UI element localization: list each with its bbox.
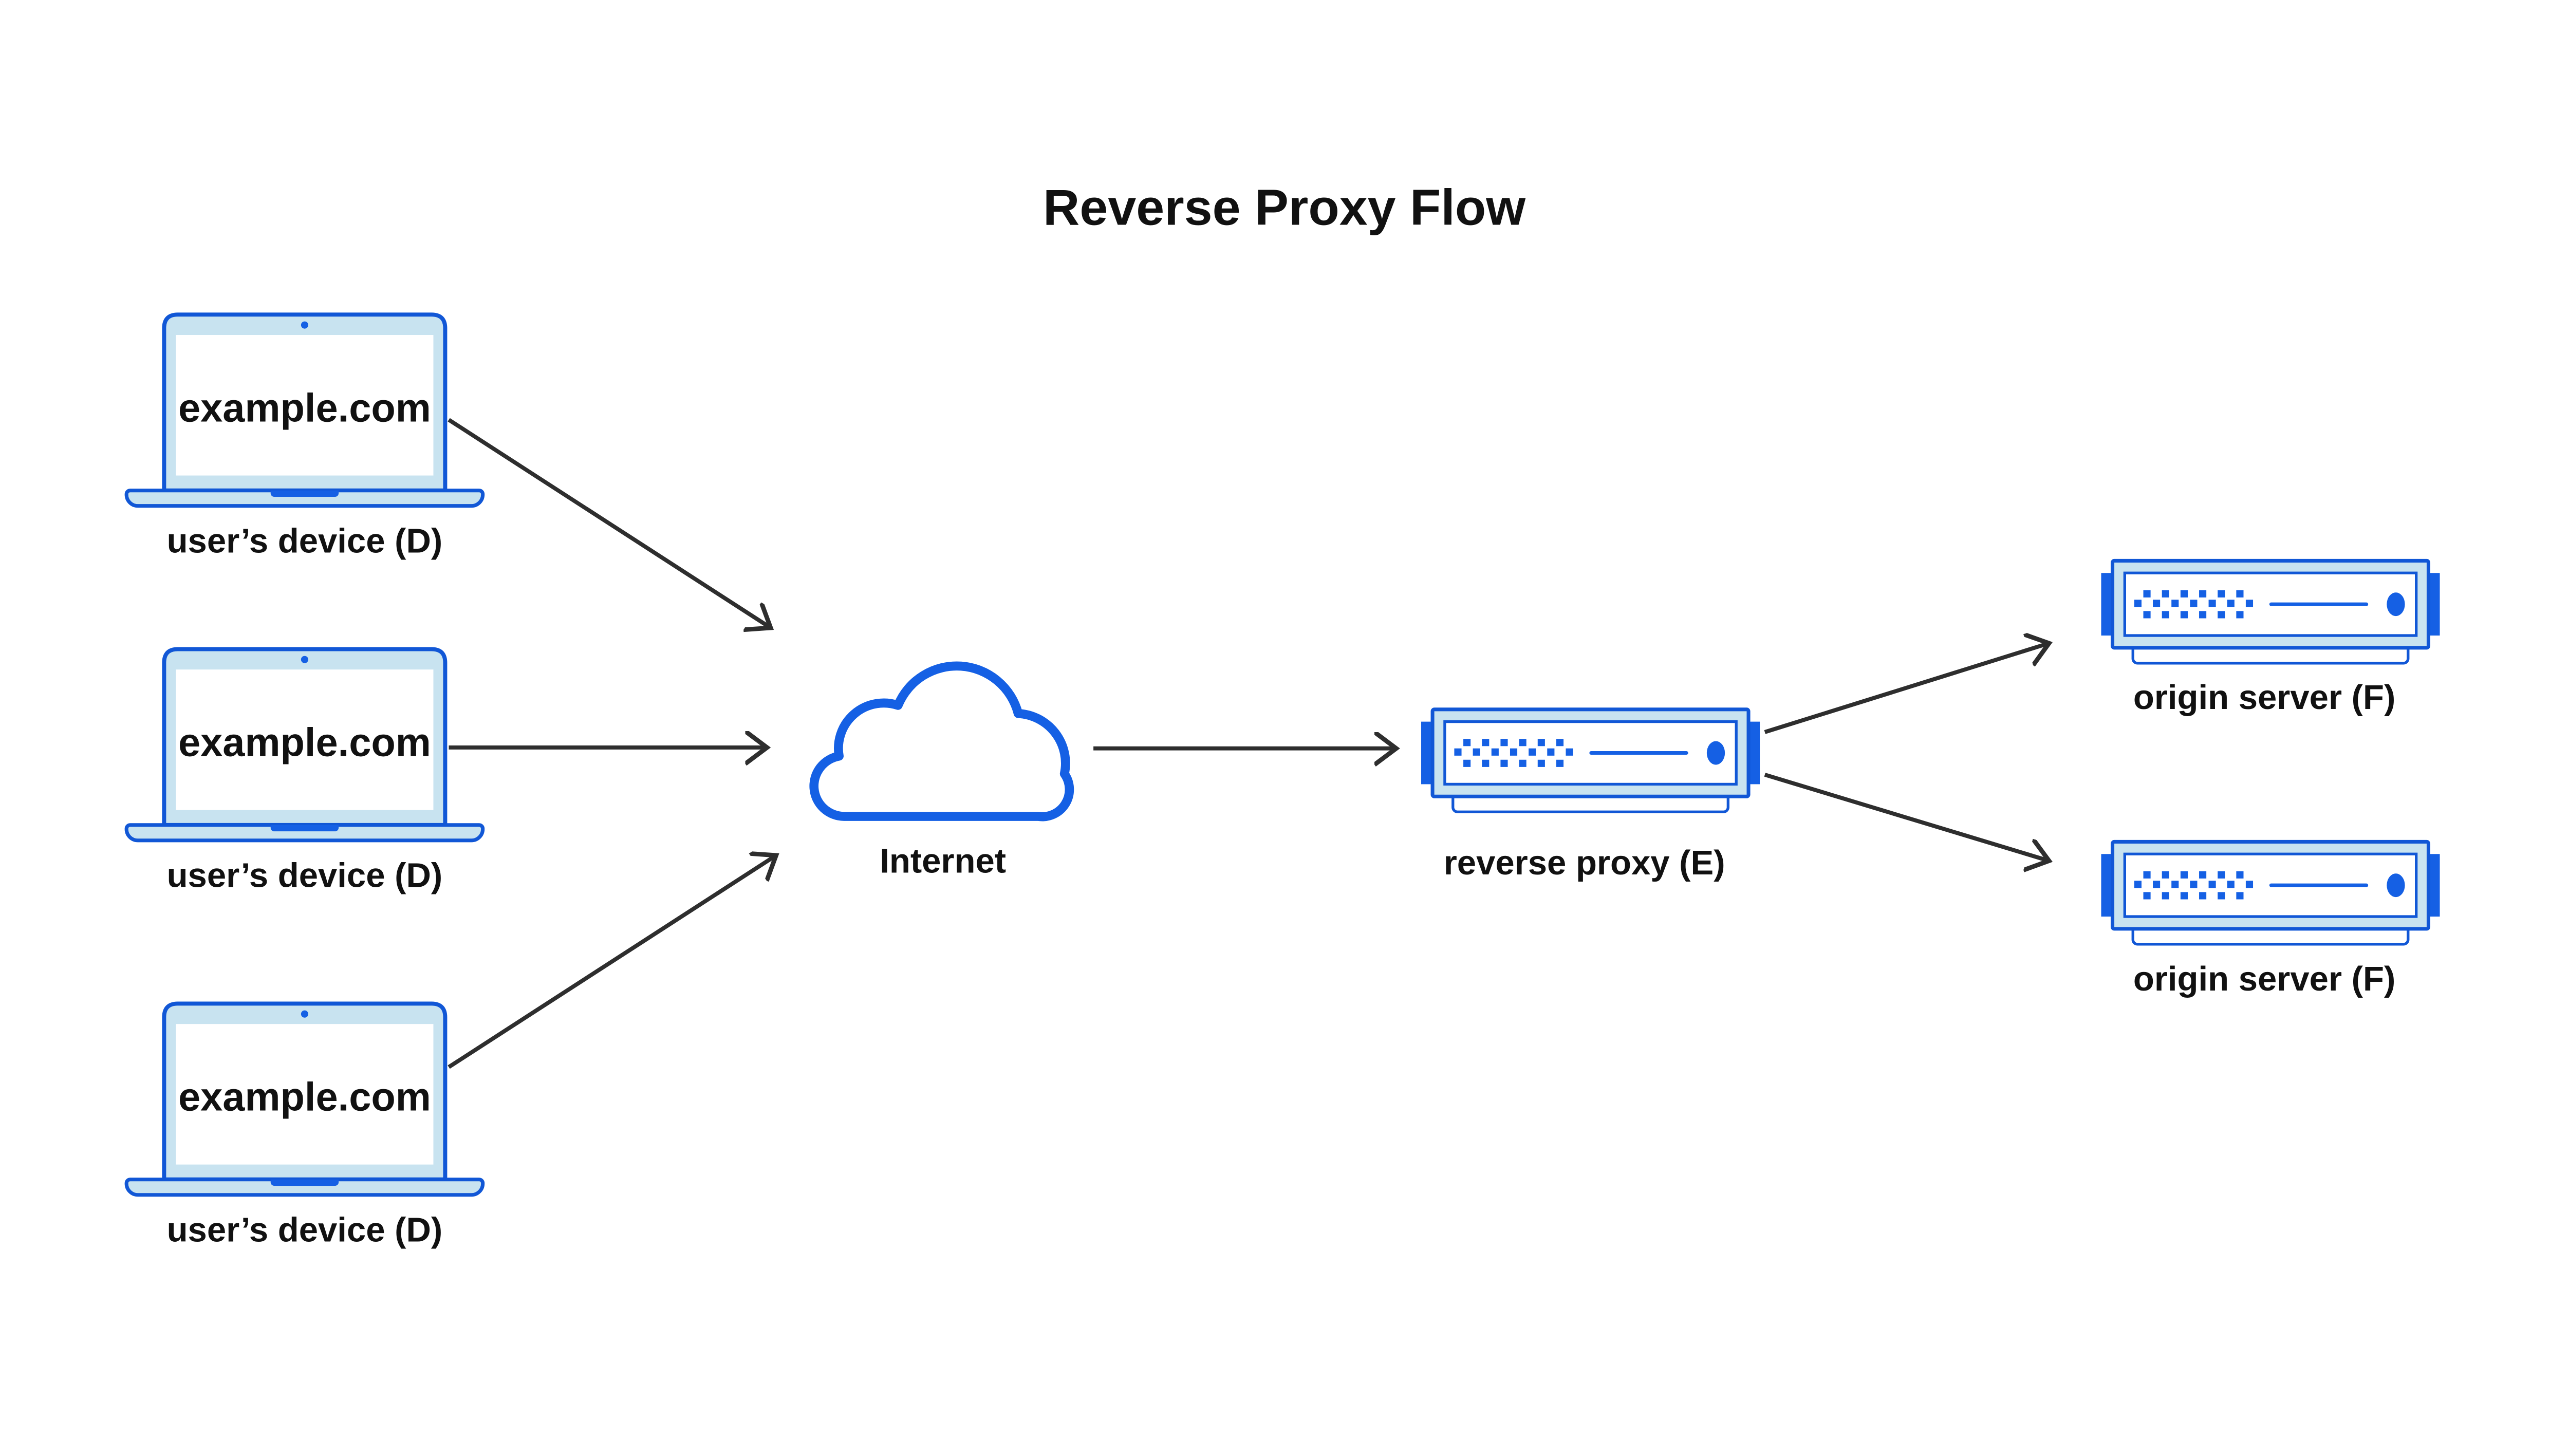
device2-screen-url: example.com bbox=[178, 721, 431, 765]
flow-arrows bbox=[448, 418, 2049, 1069]
origin-server-node-1: origin server (F) bbox=[2101, 561, 2440, 717]
internet-label: Internet bbox=[880, 842, 1006, 880]
page-title: Reverse Proxy Flow bbox=[1043, 179, 1526, 236]
reverse-proxy-label: reverse proxy (E) bbox=[1444, 844, 1725, 882]
user-device-node-3: example.com user’s device (D) bbox=[126, 1003, 482, 1249]
server-icon bbox=[1421, 710, 1760, 812]
origin-server1-label: origin server (F) bbox=[2133, 678, 2395, 717]
user-device-node-2: example.com user’s device (D) bbox=[126, 649, 482, 895]
device1-screen-url: example.com bbox=[178, 386, 431, 431]
arrow-proxy-to-origin1 bbox=[1764, 643, 2049, 734]
device3-label: user’s device (D) bbox=[167, 1211, 443, 1249]
device2-label: user’s device (D) bbox=[167, 856, 443, 895]
user-device-node-1: example.com user’s device (D) bbox=[126, 314, 482, 561]
arrow-proxy-to-origin2 bbox=[1764, 773, 2049, 861]
internet-node: Internet bbox=[809, 661, 1074, 880]
device1-label: user’s device (D) bbox=[167, 522, 443, 561]
origin-server-node-2: origin server (F) bbox=[2101, 842, 2440, 998]
origin-server2-label: origin server (F) bbox=[2133, 960, 2395, 998]
server-icon bbox=[2101, 561, 2440, 663]
device3-screen-url: example.com bbox=[178, 1075, 431, 1119]
server-icon bbox=[2101, 842, 2440, 944]
arrow-device3-to-internet bbox=[448, 855, 776, 1069]
reverse-proxy-node: reverse proxy (E) bbox=[1421, 710, 1760, 882]
cloud-icon bbox=[809, 661, 1074, 822]
arrow-device1-to-internet bbox=[448, 418, 770, 628]
